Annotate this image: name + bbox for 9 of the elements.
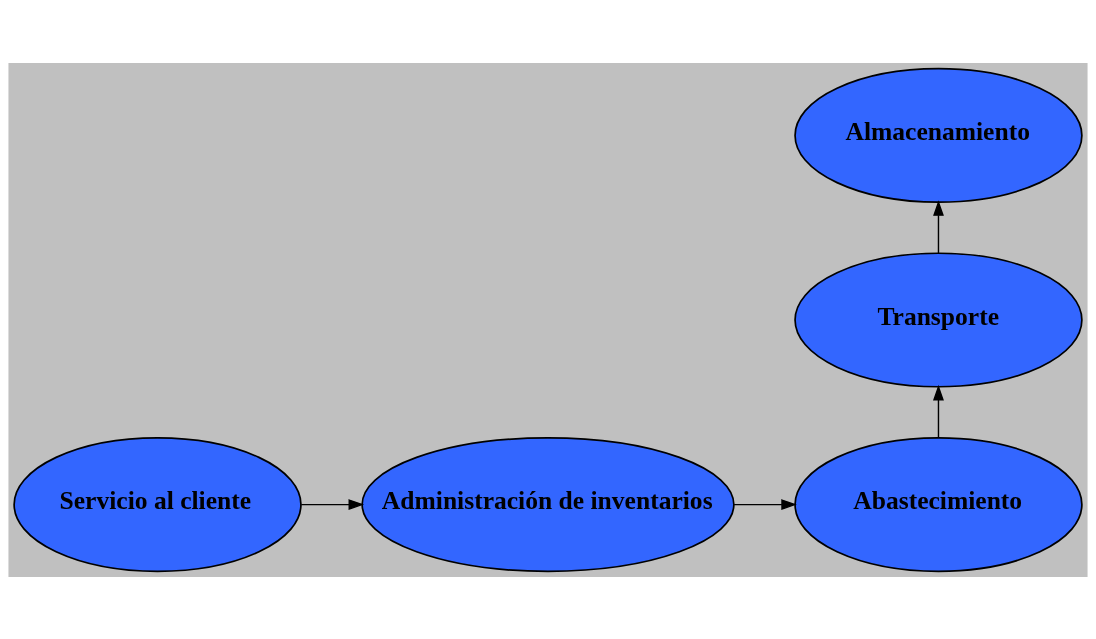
node-ellipse: Almacenamiento [794,67,1083,203]
node-ellipse: Administración de inventarios [361,436,735,572]
arrow [933,199,944,254]
node-ellipse: Transporte [794,251,1083,388]
arrow [933,384,944,438]
arrow [733,498,797,510]
node-ellipse: Abastecimiento [794,436,1083,572]
node-ellipse: Servicio al cliente [13,436,302,572]
arrow [300,498,365,510]
